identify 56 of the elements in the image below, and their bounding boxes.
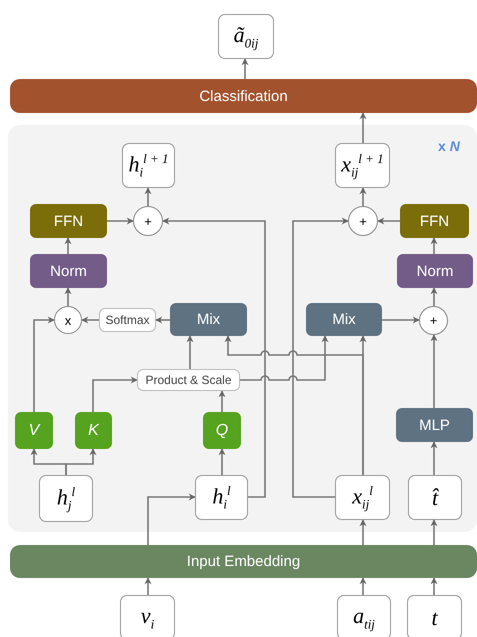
projection-block: V xyxy=(15,412,53,449)
arrow xyxy=(360,519,366,545)
variable-box: a$_{tij}$ xyxy=(337,595,391,637)
projection-block: Q xyxy=(203,412,241,449)
arrow xyxy=(360,187,366,206)
layer-panel xyxy=(8,125,477,532)
arrow xyxy=(377,218,400,224)
arrow xyxy=(430,287,438,306)
operator-circle: x xyxy=(54,306,82,334)
repeat-label: x N xyxy=(438,138,460,154)
variable-box: ã$_{0ij}$ xyxy=(218,14,274,59)
arrow xyxy=(64,287,72,306)
norm-block: Norm xyxy=(397,254,473,288)
arrow xyxy=(218,390,226,412)
operator-circle: + xyxy=(133,206,163,236)
arrow xyxy=(430,441,438,475)
mix-block: MLP xyxy=(396,408,473,442)
arrow xyxy=(240,335,328,381)
arrow xyxy=(360,112,366,143)
arrow xyxy=(242,58,248,79)
operation-box: Product & Scale xyxy=(137,369,240,391)
variable-box: t̂ xyxy=(408,475,462,520)
arrow xyxy=(144,187,152,206)
operator-circle: + xyxy=(348,206,378,236)
ffn-block: FFN xyxy=(30,204,107,238)
operator-circle: + xyxy=(419,306,448,335)
mix-block: Mix xyxy=(170,303,247,336)
arrow xyxy=(64,237,72,254)
arrow xyxy=(430,237,438,254)
arrow xyxy=(144,577,152,595)
arrow xyxy=(107,218,134,224)
arrow xyxy=(186,335,194,369)
norm-block: Norm xyxy=(30,254,107,288)
arrow xyxy=(147,494,196,545)
arrow xyxy=(224,335,364,475)
projection-block: K xyxy=(75,412,112,449)
arrow xyxy=(430,519,438,545)
variable-box: v$_{i}$ xyxy=(120,595,175,637)
arrow xyxy=(162,218,266,498)
arrow xyxy=(33,316,55,412)
arrow xyxy=(65,448,96,475)
arrow xyxy=(360,577,366,595)
arrow xyxy=(92,376,138,412)
arrow xyxy=(81,316,99,324)
embedding-bar: Input Embedding xyxy=(10,545,477,578)
arrow xyxy=(382,316,420,324)
operation-box: Softmax xyxy=(99,308,156,332)
arrow xyxy=(218,448,226,475)
arrow xyxy=(430,334,438,408)
classification-bar: Classification xyxy=(10,79,477,113)
arrow xyxy=(155,316,170,324)
mix-block: Mix xyxy=(306,303,382,336)
arrow xyxy=(292,218,349,498)
arrow xyxy=(430,577,438,595)
variable-box: t xyxy=(407,595,462,637)
ffn-block: FFN xyxy=(400,204,469,238)
